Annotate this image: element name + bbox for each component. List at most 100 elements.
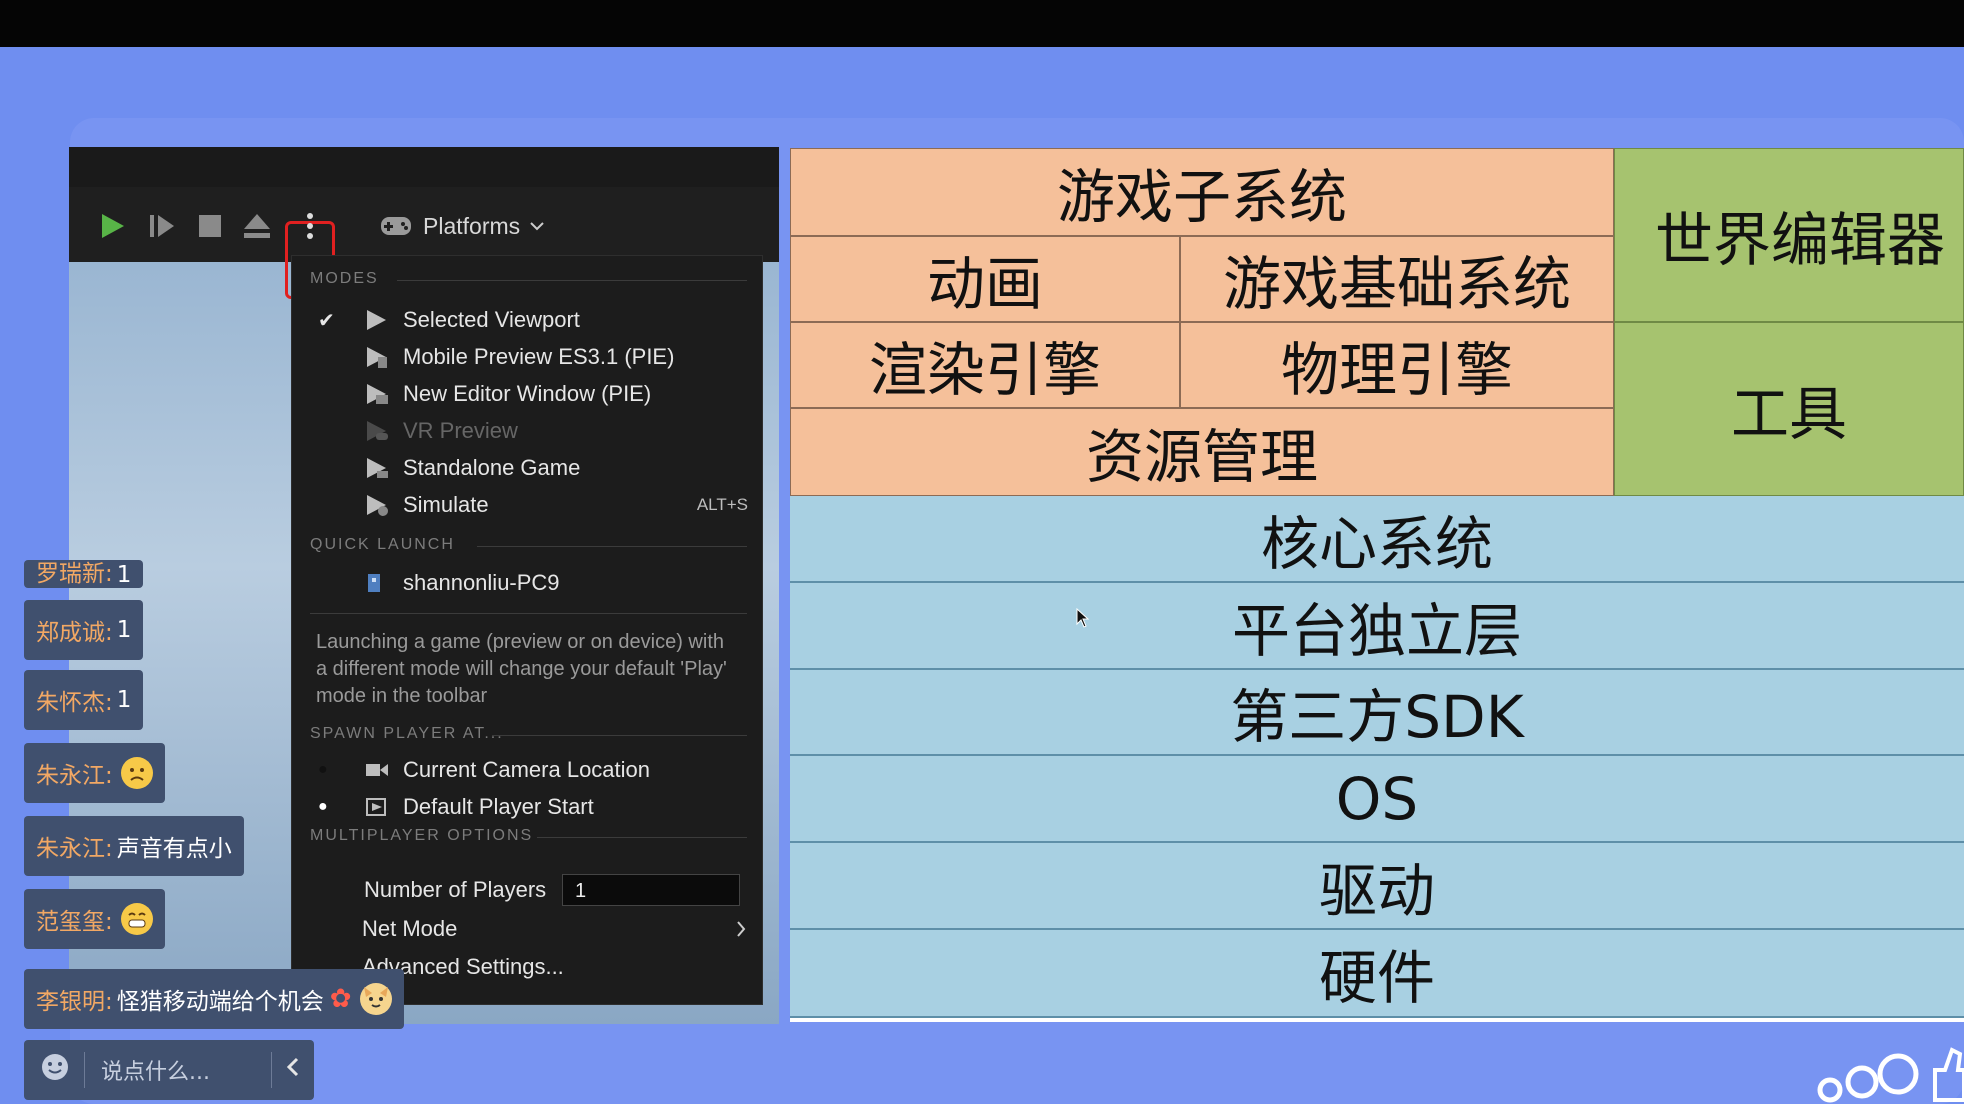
chat-username: 朱永江: [36, 836, 113, 862]
hardware-layer: 硬件 [790, 930, 1964, 1018]
eject-icon [244, 214, 270, 238]
menu-item-label: Selected Viewport [403, 307, 580, 332]
number-of-players-label: Number of Players [364, 877, 547, 902]
menu-item-selected-viewport[interactable]: ✔ Selected Viewport [292, 302, 762, 338]
shortcut-label: ALT+S [696, 495, 748, 514]
chat-text: 1 [116, 562, 132, 588]
physics-engine-cell: 物理引擎 [1180, 322, 1614, 408]
chat-message: 朱永江: 声音有点小 [24, 816, 244, 876]
chat-username: 朱永江: [36, 763, 113, 789]
spawn-header: SPAWN PLAYER AT... [310, 725, 504, 742]
play-toolbar: Platforms [69, 187, 779, 299]
sad-face-icon [120, 757, 153, 789]
menu-item-label: New Editor Window (PIE) [403, 381, 652, 406]
menu-item-device[interactable]: shannonliu-PC9 [292, 565, 762, 601]
vr-icon [367, 421, 388, 441]
driver-layer: 驱动 [790, 843, 1964, 930]
chat-text: 声音有点小 [116, 836, 232, 862]
game-subsystem-cell: 游戏子系统 [790, 148, 1614, 236]
menu-item-standalone-game[interactable]: Standalone Game [292, 450, 762, 486]
standalone-icon [367, 458, 388, 478]
number-of-players-input[interactable]: 1 [562, 874, 740, 906]
pc-icon [368, 574, 380, 592]
mouse-cursor-icon [1076, 608, 1090, 628]
menu-item-simulate[interactable]: Simulate ALT+S [292, 487, 762, 523]
number-of-players-row: Number of Players [292, 872, 762, 908]
chat-input-bar: 说点什么... [24, 1040, 314, 1100]
play-options-menu: MODES ✔ Selected Viewport Mobile Preview… [291, 255, 763, 1005]
world-editor-cell: 世界编辑器 [1614, 148, 1964, 322]
play-icon [102, 214, 124, 238]
tools-cell: 工具 [1614, 322, 1964, 496]
gamepad-icon [381, 217, 411, 235]
mode-description: Launching a game (preview or on device) … [316, 631, 727, 707]
platforms-label: Platforms [423, 212, 521, 239]
chat-text: 怪猎移动端给个机会 [116, 989, 324, 1015]
core-system-layer: 核心系统 [790, 496, 1964, 583]
chat-message: 李银明: 怪猎移动端给个机会 ✿ [24, 969, 404, 1029]
divider [537, 837, 747, 838]
step-button[interactable] [141, 205, 183, 247]
checkmark-icon: ✔ [318, 309, 335, 332]
platforms-dropdown[interactable]: Platforms [379, 205, 544, 247]
more-options-button[interactable] [289, 205, 331, 247]
stop-button[interactable] [189, 205, 231, 247]
divider [397, 280, 747, 281]
collapse-button[interactable] [286, 1057, 300, 1083]
chat-message: 朱永江: [24, 743, 165, 803]
chat-username: 罗瑞新: [36, 561, 113, 587]
chat-message: 郑成诚: 1 [24, 600, 144, 660]
modes-header: MODES [310, 270, 379, 287]
cat-face-icon [359, 983, 392, 1015]
step-icon [150, 215, 174, 237]
quick-launch-header: QUICK LAUNCH [310, 536, 455, 553]
chat-username: 范玺玺: [36, 909, 113, 935]
grin-face-icon [120, 903, 153, 935]
simulate-icon [367, 495, 388, 516]
menu-item-label: VR Preview [403, 418, 518, 443]
emoji-button[interactable] [40, 1052, 70, 1088]
divider [271, 1052, 272, 1088]
radio-dot-icon: ● [318, 798, 328, 815]
chat-message: 罗瑞新: 1 [24, 560, 144, 588]
radio-current-camera[interactable]: ● Current Camera Location [292, 752, 762, 788]
game-foundation-cell: 游戏基础系统 [1180, 236, 1614, 322]
mobile-preview-icon [367, 347, 387, 368]
menu-item-label: Standalone Game [403, 455, 581, 480]
menu-item-label: Current Camera Location [403, 757, 651, 782]
menu-item-label: Default Player Start [403, 794, 594, 819]
vertical-dots-icon [307, 213, 313, 239]
radio-default-player-start[interactable]: ● Default Player Start [292, 789, 762, 825]
chat-message: 范玺玺: [24, 889, 165, 949]
like-decoration-icon [1817, 1047, 1964, 1103]
platform-independent-layer: 平台独立层 [790, 583, 1964, 670]
menu-item-mobile-preview[interactable]: Mobile Preview ES3.1 (PIE) [292, 339, 762, 375]
divider [492, 735, 747, 736]
chat-username: 郑成诚: [36, 620, 113, 646]
divider [84, 1052, 85, 1088]
animation-cell: 动画 [790, 236, 1180, 322]
chat-username: 李银明: [36, 989, 113, 1015]
smiley-icon [42, 1054, 68, 1080]
menu-item-label: shannonliu-PC9 [403, 570, 560, 595]
chat-input[interactable]: 说点什么... [101, 1060, 210, 1085]
eject-button[interactable] [236, 205, 278, 247]
render-engine-cell: 渲染引擎 [790, 322, 1180, 408]
menu-item-label: Mobile Preview ES3.1 (PIE) [403, 344, 675, 369]
architecture-diagram: 游戏子系统 世界编辑器 动画 游戏基础系统 渲染引擎 物理引擎 工具 资源管理 … [790, 148, 1964, 1022]
menu-item-vr-preview[interactable]: VR Preview [292, 413, 762, 449]
menu-item-new-editor-window[interactable]: New Editor Window (PIE) [292, 376, 762, 412]
player-start-icon [366, 798, 386, 816]
multiplayer-header: MULTIPLAYER OPTIONS [310, 827, 534, 844]
menu-item-label: Net Mode [362, 916, 458, 941]
third-party-sdk-layer: 第三方SDK [790, 670, 1964, 756]
chevron-right-icon [737, 921, 746, 937]
chat-text: 1 [116, 687, 132, 713]
play-button[interactable] [91, 205, 133, 247]
camera-icon [366, 764, 388, 776]
radio-dot-icon: ● [318, 761, 328, 778]
menu-item-net-mode[interactable]: Net Mode [292, 911, 762, 947]
chat-text: 1 [116, 617, 132, 643]
divider [477, 546, 747, 547]
resource-management-cell: 资源管理 [790, 408, 1614, 496]
